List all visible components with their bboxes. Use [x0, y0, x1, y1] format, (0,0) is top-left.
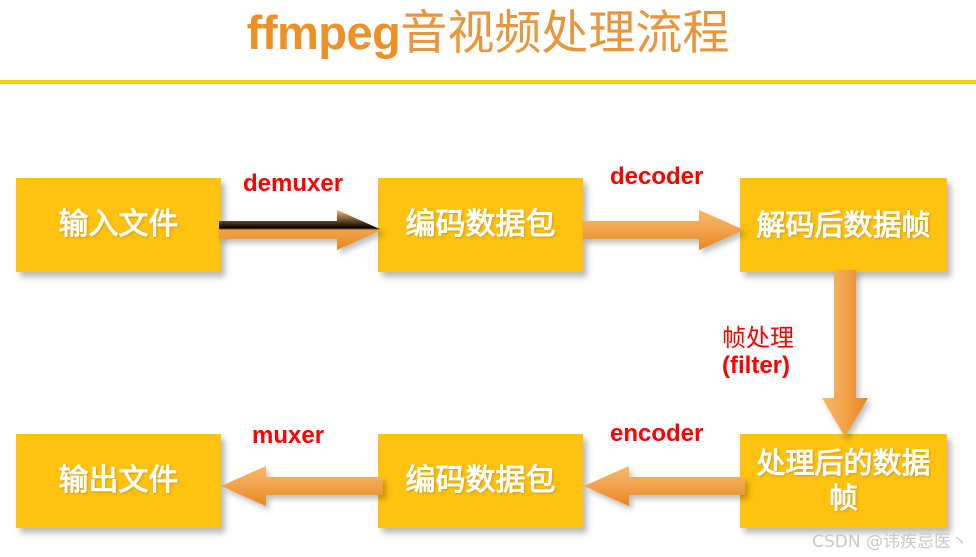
node-processed-frame-label: 处理后的数据帧 [756, 446, 931, 515]
title-divider [0, 80, 976, 84]
node-input-file-label: 输入文件 [58, 207, 179, 242]
node-encoded-packet-top[interactable]: 编码数据包 [378, 178, 583, 272]
page-title: ffmpeg音视频处理流程 [0, 2, 976, 65]
page-title-latin: ffmpeg [246, 6, 401, 59]
title-area: ffmpeg音视频处理流程 [0, 0, 976, 84]
edge-label-filter-line1: 帧处理 [722, 324, 794, 352]
node-processed-frame[interactable]: 处理后的数据帧 [740, 434, 947, 528]
arrow-decoder [583, 210, 744, 250]
node-decoded-frame[interactable]: 解码后数据帧 [740, 178, 947, 272]
arrow-encoder [584, 466, 745, 506]
arrow-demuxer [219, 210, 382, 250]
arrow-filter [822, 270, 868, 437]
edge-label-demuxer: demuxer [243, 170, 344, 197]
node-encoded-packet-top-label: 编码数据包 [405, 207, 556, 242]
edge-label-muxer: muxer [252, 422, 325, 449]
node-encoded-packet-bottom[interactable]: 编码数据包 [378, 434, 583, 528]
edge-label-encoder: encoder [610, 420, 704, 447]
edge-label-decoder: decoder [610, 163, 704, 190]
edge-label-filter-line2: (filter) [722, 352, 790, 379]
node-output-file-label: 输出文件 [58, 463, 179, 498]
page-title-cjk: 音视频处理流程 [400, 6, 730, 61]
node-input-file[interactable]: 输入文件 [16, 178, 221, 272]
node-decoded-frame-label: 解码后数据帧 [756, 207, 931, 242]
csdn-watermark: CSDN @讳疾忌医丶 [812, 532, 968, 552]
arrow-muxer [221, 466, 383, 506]
node-encoded-packet-bottom-label: 编码数据包 [405, 463, 556, 498]
edge-label-filter: 帧处理 (filter) [722, 324, 794, 380]
node-output-file[interactable]: 输出文件 [16, 434, 221, 528]
